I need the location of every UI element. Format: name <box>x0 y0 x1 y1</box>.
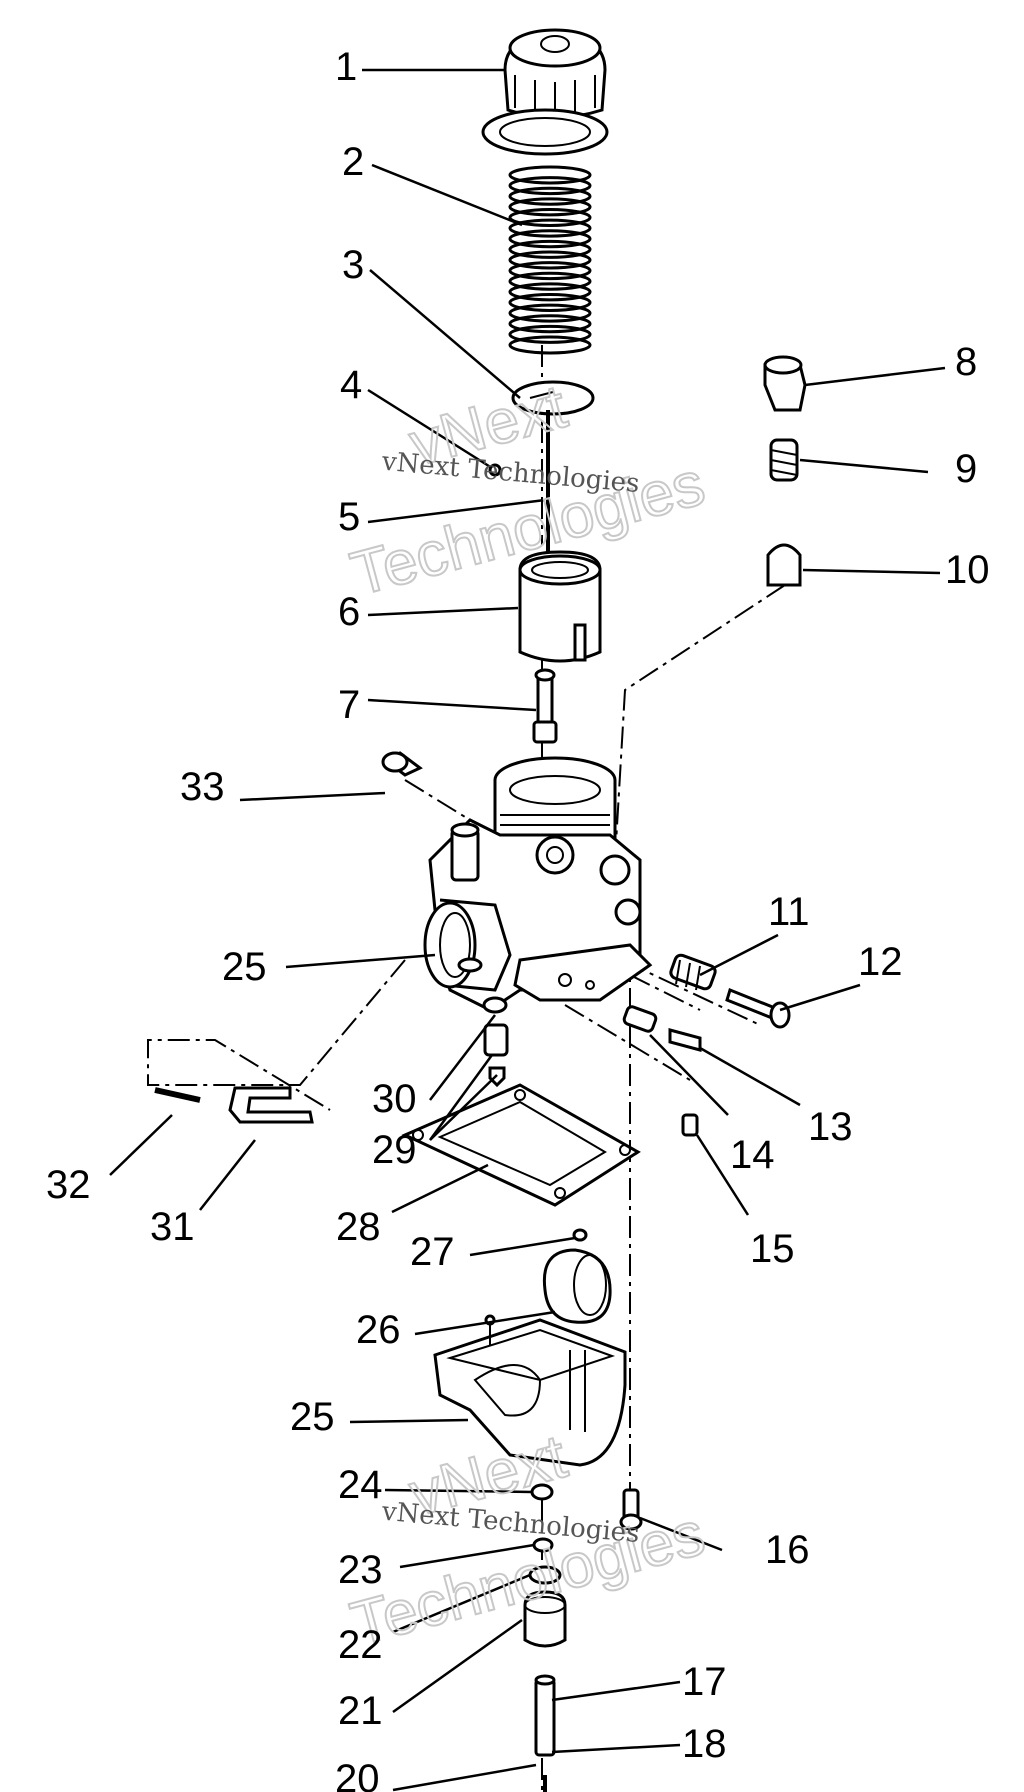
spring-coil <box>508 335 592 355</box>
part-7-needle-jet <box>532 668 558 744</box>
part-28-float-bowl-gasket <box>401 1083 641 1207</box>
callout-16: 16 <box>765 1528 810 1572</box>
callout-20: 20 <box>335 1757 380 1792</box>
spring-coil <box>508 250 592 270</box>
part-15-jet <box>681 1113 699 1137</box>
callout-12: 12 <box>858 940 903 984</box>
callout-28: 28 <box>336 1205 381 1249</box>
part-29-needle-valve <box>483 1023 509 1088</box>
spring-coil <box>508 186 592 206</box>
callout-27: 27 <box>410 1230 455 1274</box>
spring-coil <box>508 271 592 291</box>
callout-18: 18 <box>682 1722 727 1766</box>
callout-8: 8 <box>955 340 977 384</box>
spring-coil <box>508 197 592 217</box>
part-12-screw <box>725 987 791 1029</box>
part-33-cap <box>381 751 423 777</box>
part-31-tube-clip <box>228 1086 314 1124</box>
callout-1: 1 <box>335 45 357 89</box>
callout-29: 29 <box>372 1128 417 1172</box>
callout-33: 33 <box>180 765 225 809</box>
callout-25-lower: 25 <box>290 1395 335 1439</box>
part-6-throttle-slide <box>518 550 602 663</box>
callout-6: 6 <box>338 590 360 634</box>
callout-32: 32 <box>46 1163 91 1207</box>
part-10-cap <box>766 543 802 587</box>
part-26-float <box>542 1248 612 1324</box>
spring-coil <box>508 218 592 238</box>
callout-10: 10 <box>945 548 990 592</box>
part-8-adjuster-screw <box>763 355 807 412</box>
carburetor-body <box>423 756 653 1012</box>
part-17-tube <box>534 1674 556 1757</box>
callout-2: 2 <box>342 140 364 184</box>
spring-coil <box>508 208 592 227</box>
callout-13: 13 <box>808 1105 853 1149</box>
part-13-pilot-screw <box>668 1028 702 1052</box>
part-2-spring <box>508 165 592 355</box>
callout-21: 21 <box>338 1689 383 1733</box>
callout-22: 22 <box>338 1623 383 1667</box>
callout-23: 23 <box>338 1548 383 1592</box>
callout-11: 11 <box>768 890 810 934</box>
part-3-plate <box>511 380 595 416</box>
callout-7: 7 <box>338 683 360 727</box>
callout-labels: 1 2 3 4 5 6 7 8 9 10 11 12 13 14 15 16 1… <box>46 45 990 1792</box>
part-30-washer <box>482 996 508 1014</box>
leader-lines <box>109 68 946 1792</box>
part-1-cap <box>503 28 607 119</box>
part-21-plug <box>523 1590 567 1648</box>
part-16-drain-screw <box>619 1488 643 1531</box>
callout-17: 17 <box>682 1660 727 1704</box>
spring-coil <box>508 324 592 344</box>
callout-3: 3 <box>342 243 364 287</box>
spring-coil <box>508 165 592 185</box>
spring-coil <box>508 303 592 323</box>
part-9-spring <box>769 438 799 482</box>
spring-coil <box>508 261 592 281</box>
callout-26: 26 <box>356 1308 401 1352</box>
part-5-jet-needle <box>488 410 550 555</box>
callout-5: 5 <box>338 495 360 539</box>
part-32-vent-tube <box>154 1087 201 1103</box>
spring-coil <box>508 314 592 334</box>
callout-24: 24 <box>338 1463 383 1507</box>
callout-4: 4 <box>340 363 362 407</box>
spring-coil <box>508 229 592 249</box>
part-25-float-bowl <box>433 1314 627 1467</box>
spring-coil <box>508 239 592 259</box>
callout-31: 31 <box>150 1205 195 1249</box>
callout-25-upper: 25 <box>222 945 267 989</box>
part-11-spring <box>669 953 717 991</box>
spring-coil <box>508 282 592 302</box>
part-14-spring <box>622 1005 658 1033</box>
cap-washer <box>481 108 609 156</box>
spring-coil <box>508 293 592 312</box>
spring-coil <box>508 176 592 196</box>
callout-14: 14 <box>730 1133 775 1177</box>
part-27-pin <box>572 1228 588 1242</box>
callout-15: 15 <box>750 1227 795 1271</box>
callout-9: 9 <box>955 447 977 491</box>
callout-30: 30 <box>372 1077 417 1121</box>
